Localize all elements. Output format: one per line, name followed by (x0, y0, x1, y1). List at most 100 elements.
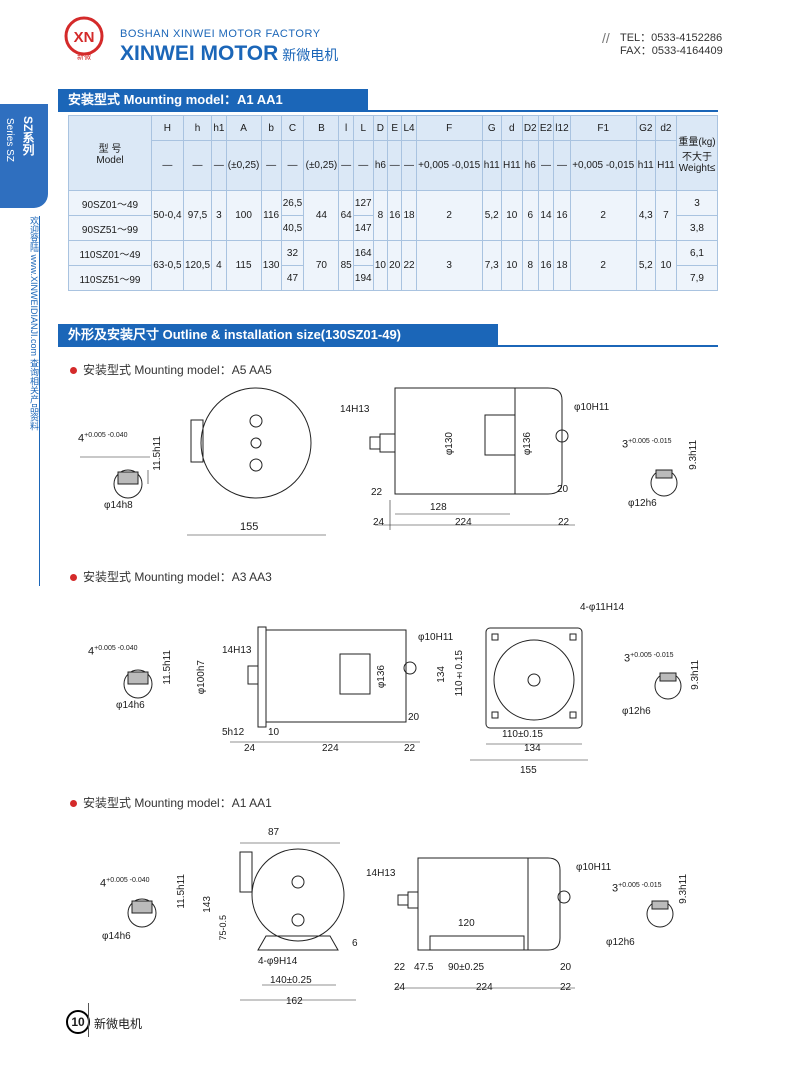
drawing-a5 (80, 387, 678, 536)
tol-cell: H11 (500, 140, 523, 191)
cell: 16 (537, 240, 555, 291)
series-cn: SZ系列 (21, 116, 35, 156)
col-header: l (338, 115, 354, 141)
cell: 2 (569, 240, 637, 291)
weight-header: 重量(kg)不大于Weight≤ (676, 115, 718, 191)
dim-a5-h93: 9.3h11 (688, 440, 699, 470)
dim-a3-d136: φ136 (376, 665, 387, 689)
cell: 32 (280, 240, 305, 266)
dim-a3-shaft: φ14h6 (116, 700, 145, 711)
contact-info: TEL：0533-4152286 FAX：0533-4164409 (620, 32, 723, 58)
col-header: E2 (537, 115, 555, 141)
dim-a5-k3: 3+0.005 -0.015 (622, 438, 672, 451)
col-header: l12 (553, 115, 571, 141)
dim-a3-14h13: 14H13 (222, 645, 252, 656)
website-url: 欢迎登陆 www.XINWEIDIANJI.com 查询相关产品资料 (29, 216, 39, 431)
col-header: G2 (635, 115, 656, 141)
col-header: F1 (569, 115, 637, 141)
dim-a5-128: 128 (430, 502, 447, 513)
table-tolerance-row: — — — (±0,25) — — (±0,25) — — h6 — — +0,… (69, 140, 718, 191)
end-view (251, 848, 345, 942)
footer-divider (88, 1003, 89, 1037)
cell: 116 (260, 190, 282, 241)
dim-a5-20: 20 (557, 484, 569, 495)
cell: 127 (352, 190, 374, 216)
cell: 7 (654, 190, 678, 241)
cell: 4 (211, 240, 227, 291)
dim-a3-20: 20 (408, 712, 420, 723)
tol-cell: — (352, 140, 374, 191)
cell: 18 (401, 190, 417, 241)
tol-cell: — (553, 140, 571, 191)
model-cell: 90SZ01～49 (68, 190, 152, 216)
cell: 2 (415, 190, 483, 241)
series-en: Series SZ (4, 118, 15, 162)
dim-a3-d12: φ12h6 (622, 706, 651, 717)
cell: 3,8 (676, 215, 718, 241)
cell: 16 (387, 190, 403, 241)
dim-a1-162: 162 (286, 996, 303, 1007)
cell: 164 (352, 240, 374, 266)
dim-a5-22b: 22 (558, 517, 570, 528)
cell: 10 (654, 240, 678, 291)
tol-cell: H11 (654, 140, 678, 191)
subheading-a1: 安装型式 Mounting model：A1 AA1 (70, 794, 272, 811)
shaft-section (113, 469, 143, 499)
factory-name: BOSHAN XINWEI MOTOR FACTORY (120, 28, 321, 40)
col-header: D2 (521, 115, 539, 141)
dim-a3-key: 4+0.005 -0.040 (88, 645, 138, 658)
dim-a5-width: 155 (240, 521, 259, 533)
drawing-a3 (123, 626, 682, 761)
cell: 3 (415, 240, 483, 291)
cell: 7,3 (481, 240, 502, 291)
dim-a5-14h13: 14H13 (340, 404, 370, 415)
brand-name-cn: 新微电机 (282, 47, 339, 63)
subheading-a5: 安装型式 Mounting model：A5 AA5 (70, 361, 272, 378)
dim-a1-90: 90±0.25 (448, 962, 485, 973)
dim-a1-h93: 9.3h11 (678, 874, 689, 904)
dim-a5-key: 4+0.005 -0.040 (78, 432, 128, 445)
dim-a3-134h: 134 (524, 743, 541, 754)
dim-a5-h11: 11.5h11 (152, 436, 163, 471)
cell: 194 (352, 265, 374, 291)
dim-a3-134v: 134 (436, 666, 447, 683)
dim-a1-87: 87 (268, 827, 280, 838)
divider-slash: // (602, 30, 610, 46)
dim-a1-k3: 3+0.005 -0.015 (612, 882, 662, 895)
table-row: 110SZ01～49 63-0,5 120,5 4 115 130 32 70 … (68, 240, 718, 291)
svg-text:新微: 新微 (77, 52, 91, 60)
dim-a1-120: 120 (458, 918, 475, 929)
dim-a3-5h12: 5h12 (222, 727, 245, 738)
dim-a3-24: 24 (244, 743, 256, 754)
model-cell: 110SZ01～49 (68, 240, 152, 266)
cell: 115 (225, 240, 262, 291)
cell: 3 (211, 190, 227, 241)
series-tab (0, 104, 48, 208)
dim-a5-22a: 22 (371, 487, 383, 498)
tol-cell: — (151, 140, 184, 191)
dim-a3-d10: φ10H11 (418, 632, 454, 643)
cell: 5,2 (635, 240, 656, 291)
svg-text:XN: XN (74, 29, 95, 46)
side-divider (39, 216, 40, 586)
tol-cell: — (401, 140, 417, 191)
cell: 40,5 (280, 215, 305, 241)
tol-cell: — (260, 140, 282, 191)
cell: 14 (537, 190, 555, 241)
model-cell: 110SZ51～99 (68, 265, 152, 291)
cell: 120,5 (182, 240, 213, 291)
cell: 70 (303, 240, 340, 291)
dim-a3-h93: 9.3h11 (690, 660, 701, 690)
section-underline (58, 110, 718, 112)
page-number: 10 (66, 1010, 90, 1034)
table-row: 110SZ51～99 47 194 7,9 (68, 265, 718, 291)
dim-a5-d10: φ10H11 (574, 402, 610, 413)
cell: 4,3 (635, 190, 656, 241)
tol-cell: — (280, 140, 305, 191)
dim-a5-d130: φ130 (444, 432, 455, 456)
flange-view (485, 627, 583, 729)
section-underline (58, 345, 718, 347)
